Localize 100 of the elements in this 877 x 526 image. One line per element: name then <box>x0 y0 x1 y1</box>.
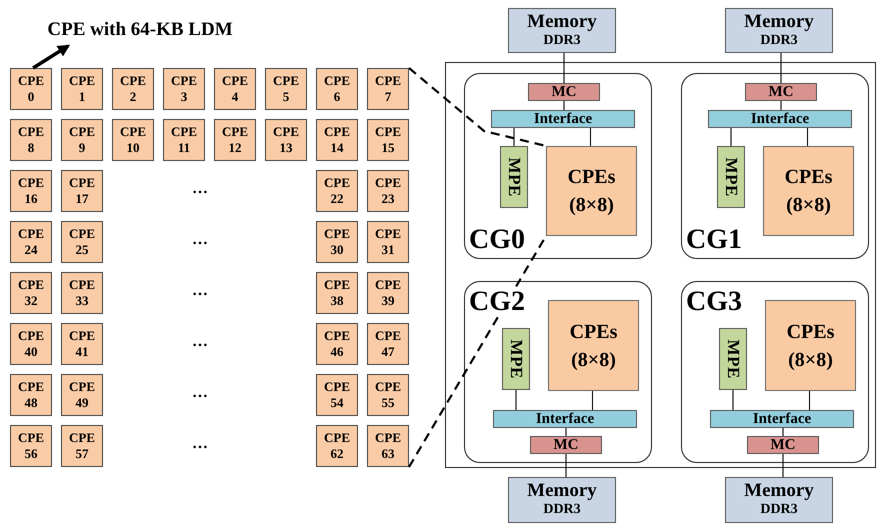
box-label: MPE <box>504 157 524 197</box>
cpe-box <box>367 425 409 467</box>
cpe-box <box>61 425 103 467</box>
controller-box <box>745 83 817 101</box>
box-label: CPE 33 <box>69 276 95 310</box>
connector-line <box>782 428 784 436</box>
cpe-box <box>316 119 358 161</box>
processor-outline <box>445 62 876 468</box>
box-label: Interface <box>750 110 810 128</box>
mpe-box <box>500 146 528 208</box>
cpe-box <box>10 374 52 416</box>
box-label: CPE 57 <box>69 430 95 462</box>
connector-line <box>807 128 808 146</box>
box-label: Memory <box>744 481 814 502</box>
cpe-box <box>61 221 103 263</box>
box-label: CPE 25 <box>69 226 95 258</box>
cpe-box <box>367 68 409 110</box>
cpe-box <box>61 374 103 416</box>
box-label: CPE 24 <box>18 226 44 258</box>
cpe-box <box>367 323 409 365</box>
controller-box <box>530 436 602 454</box>
connector-line <box>590 128 591 146</box>
cpe-box <box>61 68 103 110</box>
box-label: CPE 46 <box>324 328 350 360</box>
cpe-array-box <box>546 146 637 236</box>
cpe-box <box>316 425 358 467</box>
core-group-box <box>681 73 869 259</box>
box-label: CPE 38 <box>324 276 350 310</box>
cpe-box <box>316 221 358 263</box>
cpe-box <box>316 374 358 416</box>
box-label: CPE 3 <box>171 72 197 106</box>
memory-type-label: DDR3 <box>543 502 581 519</box>
mpe-box <box>502 328 530 390</box>
ellipsis-label: … <box>192 435 208 453</box>
cpe-box <box>265 68 307 110</box>
box-label: CPE 16 <box>18 174 44 208</box>
cpe-array-box <box>765 300 856 391</box>
cpe-box <box>163 119 205 161</box>
box-label: CPEs (8×8) <box>784 165 834 218</box>
box-label: CPE 41 <box>69 328 95 360</box>
controller-box <box>528 83 600 101</box>
box-label: CPE 11 <box>171 124 197 156</box>
interface-bar <box>493 410 637 428</box>
box-label: CPE 8 <box>18 124 44 156</box>
pointer-arrow <box>32 44 70 70</box>
box-label: CPE 5 <box>273 72 299 106</box>
interface-bar <box>491 110 635 128</box>
memory-box <box>725 477 833 523</box>
connector-line <box>592 390 593 410</box>
cpe-box <box>316 68 358 110</box>
connector-line <box>782 454 784 478</box>
connector-line <box>780 100 782 110</box>
box-label: CPE 47 <box>375 328 401 360</box>
cpe-box <box>367 221 409 263</box>
box-label: CPE 63 <box>375 430 401 462</box>
note-text: CPE with 64-KB LDM <box>47 18 233 42</box>
ellipsis-label: … <box>192 333 208 351</box>
memory-box <box>508 477 616 523</box>
box-label: CPE 31 <box>375 226 401 258</box>
box-label: CPE 4 <box>222 72 248 106</box>
box-label: CPE 48 <box>18 378 44 412</box>
group-label: CG2 <box>469 288 525 316</box>
cpe-box <box>112 68 154 110</box>
mpe-box <box>717 146 745 208</box>
cpe-box <box>10 170 52 212</box>
memory-box <box>508 8 616 53</box>
cpe-box <box>265 119 307 161</box>
cpe-box <box>10 425 52 467</box>
cpe-box <box>10 119 52 161</box>
box-label: MPE <box>723 339 744 379</box>
cpe-array-box <box>548 300 639 391</box>
group-label: CG1 <box>686 226 742 254</box>
box-label: CPE 14 <box>324 124 350 156</box>
memory-type-label: DDR3 <box>760 502 798 519</box>
connector-line <box>780 52 782 84</box>
cpe-box <box>61 170 103 212</box>
ellipsis-label: … <box>192 231 208 249</box>
box-label: Memory <box>527 12 597 33</box>
box-label: CPE 13 <box>273 124 299 156</box>
box-label: CPE 62 <box>324 430 350 462</box>
group-label: CG0 <box>469 226 525 254</box>
box-label: Interface <box>752 410 812 428</box>
box-label: CPE 30 <box>324 226 350 258</box>
box-label: Memory <box>527 481 597 502</box>
controller-box <box>747 436 819 454</box>
box-label: CPE 55 <box>375 378 401 412</box>
cpe-box <box>10 323 52 365</box>
cpe-box <box>61 323 103 365</box>
cpe-box <box>163 68 205 110</box>
box-label: CPE 56 <box>18 430 44 462</box>
memory-type-label: DDR3 <box>760 32 798 50</box>
box-label: Interface <box>534 110 592 128</box>
box-label: CPE 7 <box>375 72 401 106</box>
box-label: CPE 10 <box>120 124 146 156</box>
box-label: CPE 9 <box>69 124 95 156</box>
box-label: MPE <box>506 339 526 379</box>
cpe-box <box>316 272 358 314</box>
memory-box <box>725 8 833 53</box>
cpe-box <box>316 323 358 365</box>
cpe-box <box>367 170 409 212</box>
